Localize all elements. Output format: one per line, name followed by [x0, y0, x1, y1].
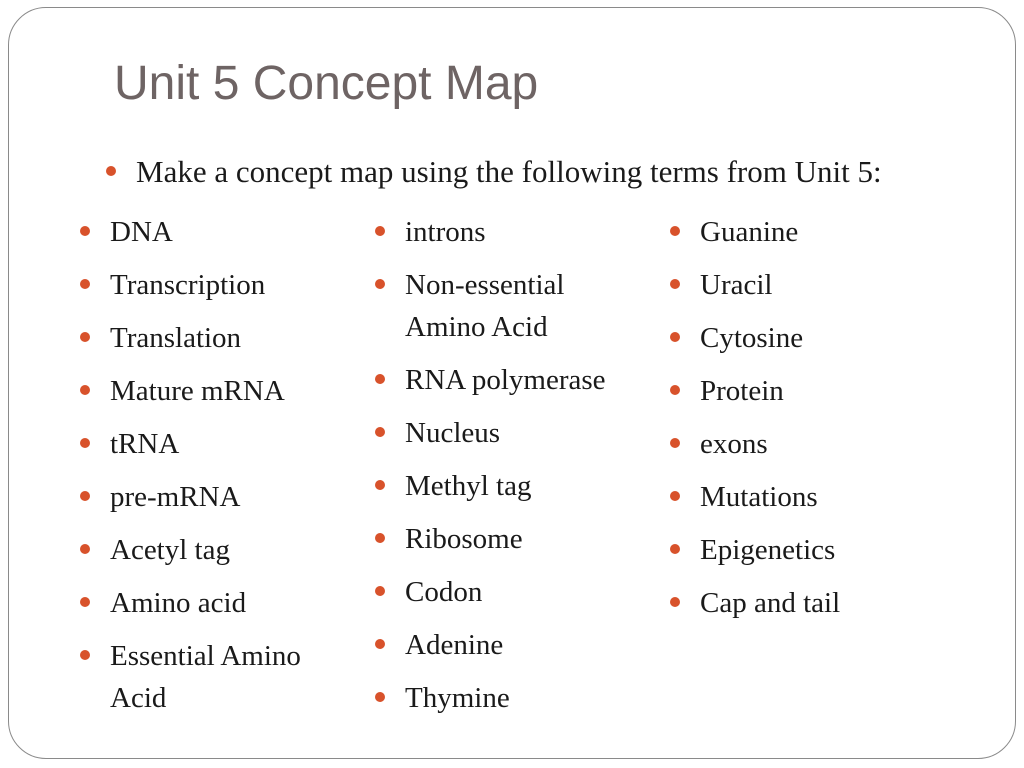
slide-frame: [8, 7, 1016, 759]
term-item: Acetyl tag: [80, 529, 340, 571]
term-item: Mature mRNA: [80, 370, 340, 412]
bullet-dot-icon: [80, 491, 90, 501]
term-text: Ribosome: [405, 523, 523, 555]
bullet-dot-icon: [670, 279, 680, 289]
bullet-dot-icon: [670, 332, 680, 342]
term-text: Mutations: [700, 481, 818, 513]
term-item: Nucleus: [375, 412, 625, 454]
term-text: Codon: [405, 576, 483, 608]
term-text: Transcription: [110, 269, 266, 301]
bullet-dot-icon: [670, 226, 680, 236]
bullet-dot-icon: [670, 385, 680, 395]
term-item: pre-mRNA: [80, 476, 340, 518]
bullet-dot-icon: [80, 438, 90, 448]
term-text: RNA polymerase: [405, 364, 606, 396]
term-item: Guanine: [670, 211, 840, 253]
term-text: Cap and tail: [700, 587, 841, 619]
term-item: Non-essential Amino Acid: [375, 264, 625, 348]
intro-text: Make a concept map using the following t…: [136, 154, 882, 189]
term-text: Nucleus: [405, 417, 501, 449]
term-item: exons: [670, 423, 840, 465]
term-item: Thymine: [375, 677, 625, 719]
bullet-dot-icon: [80, 332, 90, 342]
term-item: Essential Amino Acid: [80, 635, 340, 719]
term-text: pre-mRNA: [110, 481, 241, 513]
term-item: Mutations: [670, 476, 840, 518]
term-item: Methyl tag: [375, 465, 625, 507]
bullet-dot-icon: [375, 427, 385, 437]
term-item: Ribosome: [375, 518, 625, 560]
term-text: Mature mRNA: [110, 375, 285, 407]
term-item: introns: [375, 211, 625, 253]
term-text: Translation: [110, 322, 242, 354]
term-text: Non-essential Amino Acid: [405, 269, 565, 343]
bullet-dot-icon: [80, 544, 90, 554]
term-text: DNA: [110, 216, 173, 248]
bullet-dot-icon: [375, 279, 385, 289]
term-text: Adenine: [405, 629, 504, 661]
bullet-dot-icon: [375, 480, 385, 490]
term-item: Amino acid: [80, 582, 340, 624]
bullet-dot-icon: [80, 385, 90, 395]
term-text: Epigenetics: [700, 534, 836, 566]
terms-column-1: DNA Transcription Translation Mature mRN…: [80, 211, 340, 730]
term-text: Amino acid: [110, 587, 247, 619]
terms-column-2: introns Non-essential Amino Acid RNA pol…: [375, 211, 625, 730]
bullet-dot-icon: [375, 226, 385, 236]
term-item: DNA: [80, 211, 340, 253]
term-item: Uracil: [670, 264, 840, 306]
term-text: Acetyl tag: [110, 534, 230, 566]
bullet-dot-icon: [80, 279, 90, 289]
term-item: Transcription: [80, 264, 340, 306]
bullet-dot-icon: [80, 226, 90, 236]
bullet-dot-icon: [375, 639, 385, 649]
term-text: Guanine: [700, 216, 799, 248]
term-text: Protein: [700, 375, 784, 407]
term-text: Uracil: [700, 269, 773, 301]
term-text: Thymine: [405, 682, 510, 714]
term-text: introns: [405, 216, 486, 248]
bullet-dot-icon: [670, 491, 680, 501]
term-item: Adenine: [375, 624, 625, 666]
term-item: Protein: [670, 370, 840, 412]
bullet-dot-icon: [375, 692, 385, 702]
term-item: Epigenetics: [670, 529, 840, 571]
term-item: Translation: [80, 317, 340, 359]
bullet-dot-icon: [375, 533, 385, 543]
bullet-dot-icon: [670, 597, 680, 607]
bullet-dot-icon: [80, 597, 90, 607]
bullet-dot-icon: [670, 438, 680, 448]
term-item: tRNA: [80, 423, 340, 465]
term-item: Codon: [375, 571, 625, 613]
bullet-dot-icon: [80, 650, 90, 660]
bullet-dot-icon: [106, 166, 116, 176]
term-text: exons: [700, 428, 768, 460]
term-item: RNA polymerase: [375, 359, 625, 401]
term-text: tRNA: [110, 428, 180, 460]
slide-title: Unit 5 Concept Map: [114, 57, 539, 110]
bullet-dot-icon: [670, 544, 680, 554]
term-text: Essential Amino Acid: [110, 640, 301, 714]
term-item: Cytosine: [670, 317, 840, 359]
bullet-dot-icon: [375, 586, 385, 596]
term-text: Cytosine: [700, 322, 804, 354]
terms-column-3: Guanine Uracil Cytosine Protein exons Mu…: [670, 211, 840, 635]
term-item: Cap and tail: [670, 582, 840, 624]
term-text: Methyl tag: [405, 470, 532, 502]
bullet-dot-icon: [375, 374, 385, 384]
